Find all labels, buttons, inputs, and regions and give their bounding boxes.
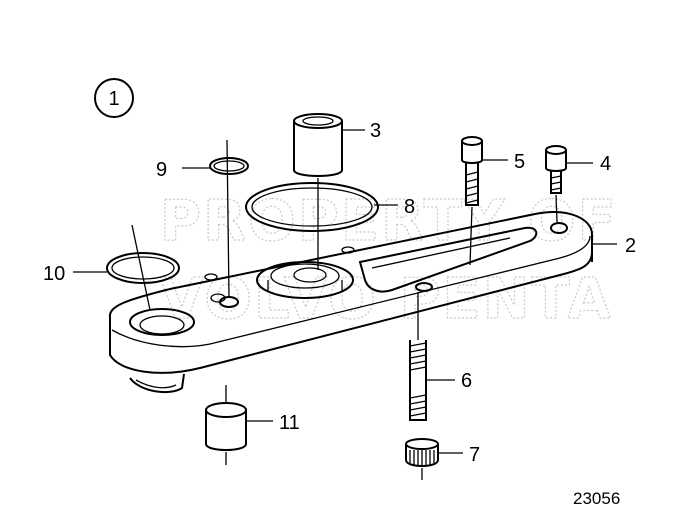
watermark-line-2: VOLVO PENTA [160,267,613,332]
socket-screw-short [545,145,567,223]
small-o-ring [209,139,249,299]
view-indicator: 1 [94,78,134,118]
view-indicator-circle [94,78,134,118]
callout-8: 8 [404,196,415,218]
o-ring-left [106,224,180,311]
callout-6: 6 [461,370,472,392]
callout-labels: 3 5 4 8 9 2 10 6 7 11 [43,120,636,466]
callout-7: 7 [469,444,480,466]
figure-reference-number: 23056 [573,489,620,508]
callout-4: 4 [600,153,611,175]
watermark: PROPERTY OF VOLVO PENTA [159,188,616,332]
leader-lines [73,129,617,454]
bushing [205,385,247,465]
large-o-ring [245,182,379,232]
callout-10: 10 [43,263,65,285]
view-indicator-label: 1 [108,88,119,110]
callout-2: 2 [625,235,636,257]
knurled-nut [405,438,439,480]
callout-5: 5 [514,151,525,173]
callout-3: 3 [370,120,381,142]
sleeve [293,113,343,270]
callout-11: 11 [279,412,300,434]
callout-9: 9 [156,159,167,181]
socket-screw-long [461,136,483,266]
base-plate [108,211,593,394]
